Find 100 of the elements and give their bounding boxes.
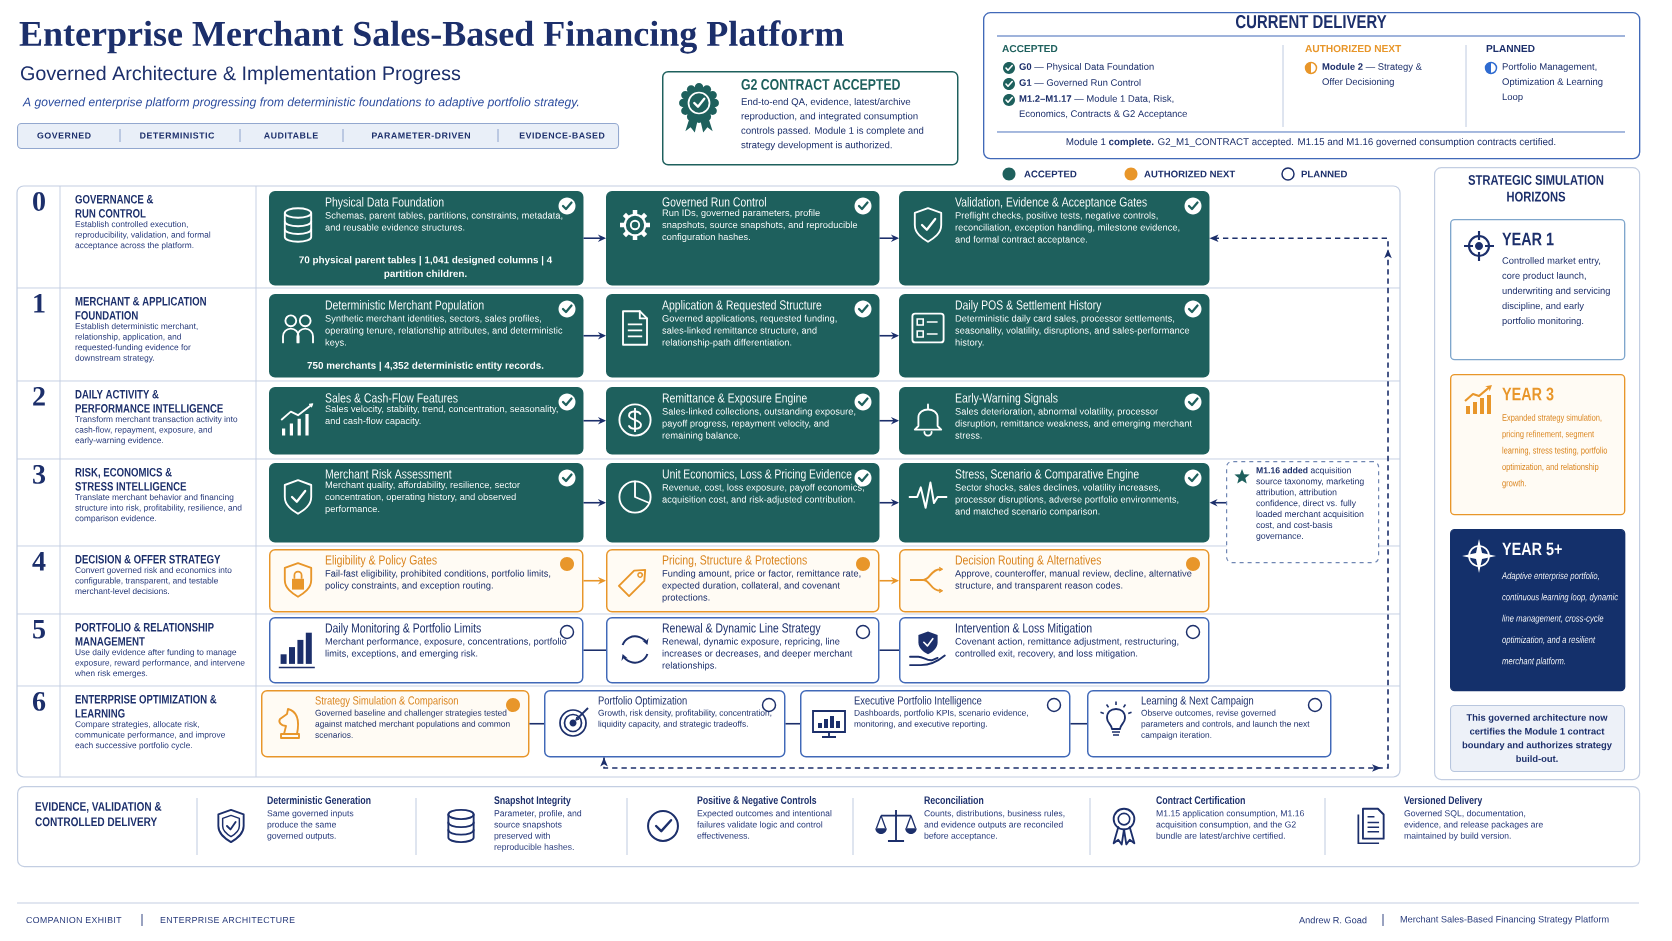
card-text: Renewal, dynamic exposure, repricing, line increases or decreases, and deeper merchant relationships. xyxy=(662,637,853,671)
row-title: MERCHANT & APPLICATION FOUNDATION xyxy=(75,297,206,320)
note-text: M1.16 added acquisition source taxonomy, marketing attribution, attribution confidence, direct vs. fully loaded merchant acquisition cost, and cost-basis governance. xyxy=(1256,467,1364,541)
item-text: Expected outcomes and intentional failures validate logic and control effectiveness. xyxy=(697,810,832,839)
card-title: Pricing, Structure & Protections xyxy=(662,555,807,568)
page-title: Enterprise Merchant Sales-Based Financing Platform xyxy=(19,20,844,54)
legend-label: ACCEPTED xyxy=(1024,170,1077,178)
card-stats: 70 physical parent tables | 1,041 designed columns | 4 partition children. xyxy=(299,256,553,279)
card-text: Merchant performance, exposure, concentrations, portfolio limits, exceptions, and emerging risk. xyxy=(325,637,567,659)
tag-label: EVIDENCE-BASED xyxy=(519,132,605,139)
row-number: 1 xyxy=(34,294,45,313)
card-text: Merchant quality, affordability, resilience, sector concentration, operating history, and observed performance. xyxy=(325,481,520,514)
card-title: Eligibility & Policy Gates xyxy=(325,555,437,568)
panel-title: STRATEGIC SIMULATION HORIZONS xyxy=(1468,175,1604,202)
card-text: Adaptive enterprise portfolio, continuous learning loop, dynamic line management, cross-cycle optimization, and a resilient merchant platform. xyxy=(1501,572,1618,667)
card-text: Funding amount, price or factor, remittance rate, expected duration, collateral, and covenant protections. xyxy=(662,569,861,603)
connector-line xyxy=(528,722,545,725)
dashed-arrow xyxy=(600,234,1392,772)
card-title: Application & Requested Structure xyxy=(662,300,822,313)
card-title: Daily POS & Settlement History xyxy=(955,300,1102,313)
card-text: Fail-fast eligibility, prohibited conditions, portfolio limits, policy constraints, and exception routing. xyxy=(325,569,551,591)
row-number: 2 xyxy=(33,387,45,406)
band-title: EVIDENCE, VALIDATION & CONTROLLED DELIVERY xyxy=(35,802,162,827)
connector-line xyxy=(1069,722,1088,725)
tag-label: AUDITABLE xyxy=(264,132,318,139)
legend-label: AUTHORIZED NEXT xyxy=(1144,170,1236,178)
row-number: 4 xyxy=(32,552,46,571)
card-title: Governed Run Control xyxy=(662,197,766,207)
item-title: Deterministic Generation xyxy=(267,796,371,804)
card-title: Unit Economics, Loss & Pricing Evidence xyxy=(662,469,852,482)
card-text: Approve, counteroffer, manual review, decline, alternative structure, and transparent reason codes. xyxy=(955,569,1192,591)
row-text: Use daily evidence after funding to manage exposure, reward performance, and intervene when risk emerges. xyxy=(75,648,245,678)
footer-text: Andrew R. Goad xyxy=(1299,916,1367,924)
card-title: YEAR 5+ xyxy=(1502,542,1562,556)
card-text: Dashboards, portfolio KPIs, scenario evidence, monitoring, and executive reporting. xyxy=(854,709,1028,729)
card-text: Schemas, parent tables, partitions, constraints, metadata, and reusable evidence structures. xyxy=(325,211,563,231)
status-item: Portfolio Management, Optimization & Learning Loop xyxy=(1502,63,1603,102)
card-text: Deterministic daily card sales, processor settlements, seasonality, volatility, disruptions, and sales-performance history. xyxy=(955,314,1190,348)
item-title: Snapshot Integrity xyxy=(494,796,571,807)
card-title: Stress, Scenario & Comparative Engine xyxy=(955,469,1139,482)
row-number: 6 xyxy=(32,692,46,711)
summary-box xyxy=(1450,705,1626,773)
card-title: Remittance & Exposure Engine xyxy=(662,393,807,406)
card-title: Learning & Next Campaign xyxy=(1141,696,1254,707)
row-number: 5 xyxy=(33,620,45,639)
card-title: Sales & Cash-Flow Features xyxy=(325,393,458,403)
item-text: Parameter, profile, and source snapshots preserved with reproducible hashes. xyxy=(494,810,582,852)
item-title: Reconciliation xyxy=(924,796,984,804)
connector-line xyxy=(784,722,801,725)
row-text: Convert governed risk and economics into configurable, transparent, and testable merchant-level decisions. xyxy=(75,566,232,595)
row-title: DECISION & OFFER STRATEGY xyxy=(75,555,221,564)
card-title: Portfolio Optimization xyxy=(598,696,687,707)
tag-label: DETERMINISTIC xyxy=(140,132,215,139)
card-text: Controlled market entry, core product launch, underwriting and servicing discipline, and early portfolio monitoring. xyxy=(1502,257,1610,326)
item-text: Counts, distributions, business rules, and evidence outputs are reconciled before acceptance. xyxy=(924,810,1065,841)
card-text: Sales deterioration, abnormal volatility, processor disruption, remittance weakness, and emerging merchant stress. xyxy=(955,407,1192,439)
card-text: Growth, risk density, profitability, concentration, liquidity capacity, and strategic tradeoffs. xyxy=(598,709,772,729)
card-title: Physical Data Foundation xyxy=(325,197,444,210)
row-text: Establish controlled execution, reproducibility, validation, and formal acceptance across the platform. xyxy=(75,220,211,250)
card-title: Daily Monitoring & Portfolio Limits xyxy=(325,623,481,636)
summary-text: This governed architecture now certifies the Module 1 contract boundary and authorizes strategy build-out. xyxy=(1462,714,1612,762)
row-title: ENTERPRISE OPTIMIZATION & LEARNING xyxy=(75,695,217,718)
status-item: M1.2–M1.17 — Module 1 Data, Risk, Economics, Contracts & G2 Acceptance xyxy=(1019,95,1187,119)
row-text: Transform merchant transaction activity into cash-flow, repayment, exposure, and early-warning evidence. xyxy=(75,415,238,445)
card-text: Sector shocks, sales declines, volatility increases, processor disruptions, adverse portfolio environments, and matched scenario comparison. xyxy=(955,483,1179,517)
tag-bar xyxy=(17,123,620,150)
row-title: PORTFOLIO & RELATIONSHIP MANAGEMENT xyxy=(75,623,214,646)
item-title: Versioned Delivery xyxy=(1404,796,1483,807)
card-text: Covenant action, remittance adjustment, restructuring, controlled exit, recovery, and loss mitigation. xyxy=(955,637,1179,659)
row-text: Translate merchant behavior and financing structure into risk, profitability, resilience, and comparison evidence. xyxy=(75,493,242,523)
card-text: Run IDs, governed parameters, profile snapshots, source snapshots, and reproducible configuration hashes. xyxy=(662,209,858,242)
card-text: Sales-linked collections, outstanding exposure, payoff progress, repayment velocity, and remaining balance. xyxy=(662,407,856,441)
card-text: Preflight checks, positive tests, negative controls, reconciliation, exception handling, milestone evidence, and formal contract acceptance. xyxy=(955,211,1180,245)
row-title: RISK, ECONOMICS & STRESS INTELLIGENCE xyxy=(75,468,187,491)
card-text: Governed applications, requested funding, sales-linked remittance structure, and relationship-path differentiation. xyxy=(662,314,837,348)
card-stats: 750 merchants | 4,352 deterministic entity records. xyxy=(307,361,544,371)
panel-note: Module 1 complete. G2_M1_CONTRACT accepted. M1.15 and M1.16 governed consumption contracts certified. xyxy=(1066,138,1556,148)
card-title: Intervention & Loss Mitigation xyxy=(955,623,1092,636)
card-title: Deterministic Merchant Population xyxy=(325,300,484,313)
row-text: Compare strategies, allocate risk, communicate performance, and improve each successive portfolio cycle. xyxy=(75,720,225,750)
card-text: Governed baseline and challenger strategies tested against matched merchant populations and common scenarios. xyxy=(315,709,510,738)
row-title: DAILY ACTIVITY & PERFORMANCE INTELLIGENCE xyxy=(75,390,223,413)
row-title: GOVERNANCE & RUN CONTROL xyxy=(75,195,154,218)
tagline: A governed enterprise platform progressing from deterministic foundations to adaptive portfolio strategy. xyxy=(22,97,579,109)
card-title: YEAR 3 xyxy=(1502,387,1554,401)
evidence-band xyxy=(17,786,1641,868)
card-title: Decision Routing & Alternatives xyxy=(955,555,1101,568)
panel-title: CURRENT DELIVERY xyxy=(1235,15,1387,29)
card-title: G2 CONTRACT ACCEPTED xyxy=(741,79,900,90)
card-title: Renewal & Dynamic Line Strategy xyxy=(662,623,821,636)
card-title: Early-Warning Signals xyxy=(955,393,1058,406)
row-number: 0 xyxy=(33,192,45,211)
connector-line xyxy=(878,649,900,652)
card-text: End-to-end QA, evidence, latest/archive reproduction, and integrated consumption controls passed. Module 1 is complete and strategy development is authorized. xyxy=(741,98,924,151)
row-text: Establish deterministic merchant, relationship, application, and requested-funding evidence for downstream strategy. xyxy=(75,322,198,363)
subtitle: Governed Architecture & Implementation Progress xyxy=(21,65,461,85)
connector-line xyxy=(582,649,607,652)
status-item: G0 — Physical Data Foundation xyxy=(1019,63,1154,72)
status-item: Module 2 — Strategy & Offer Decisioning xyxy=(1322,63,1422,87)
tag-label: GOVERNED xyxy=(37,132,91,139)
